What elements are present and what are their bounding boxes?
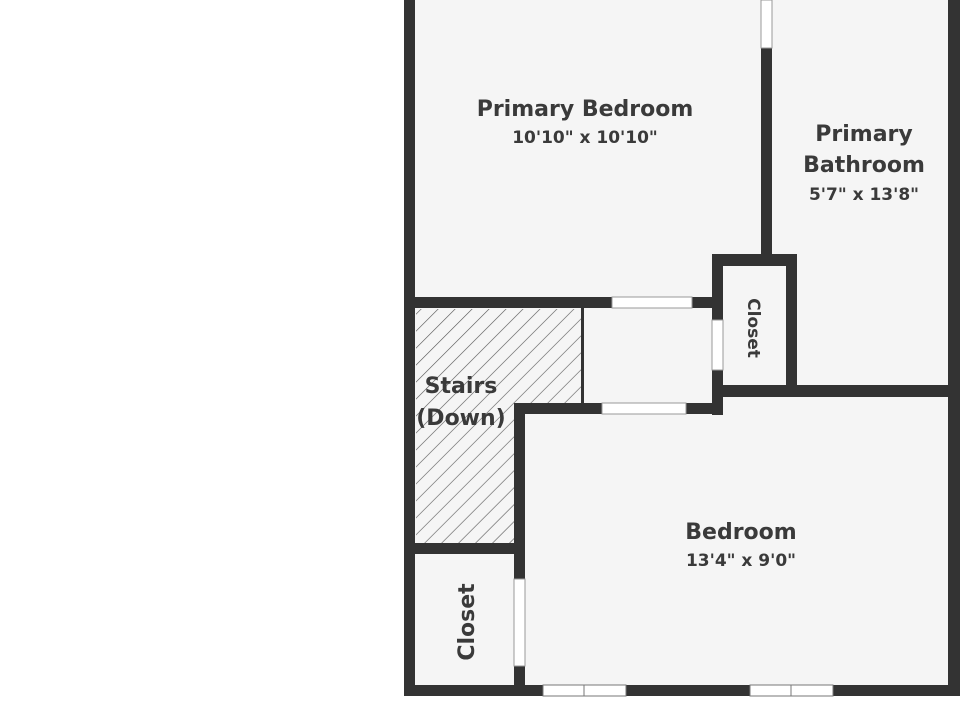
wall-stair-right — [581, 308, 584, 406]
wall-under-bathroom — [712, 385, 960, 397]
opening-primary-bedroom — [611, 296, 693, 309]
bedroom-dimensions: 13'4" x 9'0" — [686, 551, 796, 571]
room-labels: Primary Bedroom 10'10" x 10'10" Primary … — [416, 97, 925, 661]
wall-bedroom-left-b — [514, 666, 525, 696]
walls — [404, 0, 960, 696]
wall-under-primary-bedroom-2 — [692, 297, 720, 308]
wall-bedroom-left-a — [514, 403, 525, 579]
wall-stairs-bottom — [404, 543, 520, 554]
wall-outer-left — [404, 0, 415, 696]
closet-lower-name: Closet — [455, 583, 480, 661]
primary-bathroom-dimensions: 5'7" x 13'8" — [809, 185, 919, 205]
primary-bedroom-name: Primary Bedroom — [477, 97, 694, 122]
opening-closet-door — [711, 319, 724, 371]
primary-bathroom-name-line1: Primary — [815, 122, 912, 147]
wall-under-primary-bedroom — [404, 297, 612, 308]
wall-closet-left-a — [712, 254, 723, 320]
wall-outer-right — [948, 0, 960, 696]
wall-closet-top — [712, 254, 797, 266]
stairs-name-line2: (Down) — [416, 406, 505, 431]
opening-bedroom-door — [601, 402, 687, 415]
primary-bathroom-name-line2: Bathroom — [803, 153, 925, 178]
opening-bath-top — [760, 0, 773, 49]
wall-bottom — [404, 685, 960, 696]
wall-closet-right — [786, 254, 797, 394]
bedroom-name: Bedroom — [685, 520, 796, 545]
opening-lower-closet-door — [513, 578, 526, 667]
wall-hall-bottom-left — [516, 403, 602, 414]
stairs-hatch — [416, 309, 584, 545]
stairs-name-line1: Stairs — [425, 374, 498, 399]
primary-bedroom-dimensions: 10'10" x 10'10" — [512, 128, 658, 148]
wall-bed-bath-divider — [761, 48, 772, 260]
openings — [513, 0, 834, 697]
closet-upper-name: Closet — [743, 298, 763, 358]
wall-hall-bottom-right — [686, 403, 723, 414]
